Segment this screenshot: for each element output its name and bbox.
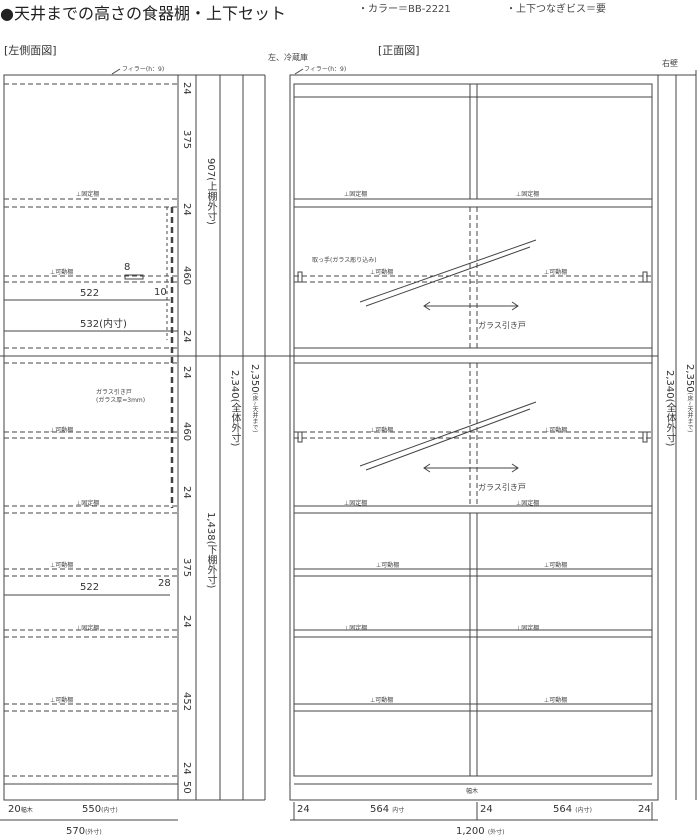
front-movable-shelf-label-2r: ⊥可動棚 (544, 427, 568, 434)
side-fixed-shelf-label-3: ⊥固定棚 (76, 625, 100, 632)
vdim-24-2: 24 (181, 203, 192, 216)
front-filler-label: フィラー(h：9) (304, 66, 347, 73)
front-glass-sliding-2: ガラス引き戸 (478, 483, 526, 492)
vdim-50: 50 (181, 781, 192, 794)
screw-note: ・上下つなぎビス＝要 (506, 4, 606, 15)
side-glass-door-note: ガラス引き戸 (ガラス厚=3mm) (96, 389, 146, 404)
glass-reflection-1a (359, 239, 537, 303)
side-movable-shelf-label-2: ⊥可動棚 (50, 427, 74, 434)
slide-arrow-2-right-head (511, 463, 519, 473)
front-movable-shelf-label-4l: ⊥可動棚 (370, 697, 394, 704)
vdim-24-1: 24 (181, 82, 192, 95)
front-movable-shelf-label-1r: ⊥可動棚 (544, 269, 568, 276)
vdim-24-3: 24 (181, 330, 192, 343)
front-movable-shelf-label-4r: ⊥可動棚 (544, 697, 568, 704)
vdim-375-1: 375 (181, 130, 192, 150)
handle-upper-left (297, 271, 303, 283)
vdim-24-4: 24 (181, 366, 192, 379)
side-fixed-shelf-label-2: ⊥固定棚 (76, 500, 100, 507)
front-handle-note: 取っ手(ガラス彫り込み) (312, 257, 377, 264)
front-fixed-shelf-label-2r: ⊥固定棚 (516, 500, 540, 507)
page-title: ●天井までの高さの食器棚・上下セット (0, 4, 286, 23)
front-overall-outer-dim: 2,340(全体外寸) (664, 370, 675, 447)
front-movable-shelf-label-3l: ⊥可動棚 (376, 562, 400, 569)
front-movable-shelf-label-3r: ⊥可動棚 (544, 562, 568, 569)
front-glass-sliding-1: ガラス引き戸 (478, 321, 526, 330)
vdim-375-2: 375 (181, 558, 192, 578)
side-view-drawing (0, 68, 290, 821)
front-cabinet-outline (289, 74, 659, 801)
slide-arrow-2-left-head (423, 463, 431, 473)
upper-total-dim: 907(上棚外寸) (205, 158, 216, 225)
dim-522-a: 522 (80, 288, 100, 299)
side-overall-ceiling-dim: 2,350(床~天井まで) (249, 364, 260, 433)
front-bottom-dim-1200: 1,200 (外寸) (456, 826, 505, 837)
front-fixed-shelf-label-2l: ⊥固定棚 (344, 500, 368, 507)
front-left-label: 左、冷蔵庫 (268, 53, 308, 62)
side-movable-shelf-label-1: ⊥可動棚 (50, 269, 74, 276)
side-bottom-dim-570: 570(外寸) (66, 826, 102, 837)
lower-total-dim: 1,438(下棚外寸) (205, 512, 216, 589)
side-view-title: [左側面図] (4, 44, 57, 57)
dim-10: 10 (154, 287, 167, 298)
handle-upper-right (642, 271, 648, 283)
handle-lower-left (297, 431, 303, 443)
glass-reflection-2b (365, 408, 531, 471)
dim-28: 28 (158, 578, 171, 589)
slide-arrow-1-left-head (423, 301, 431, 311)
front-bottom-dim-564b: 564 (内寸) (553, 804, 592, 815)
front-fixed-shelf-label-1l: ⊥固定棚 (344, 191, 368, 198)
side-overall-outer-dim: 2,340(全体外寸) (229, 370, 240, 447)
side-movable-shelf-label-3: ⊥可動棚 (50, 562, 74, 569)
dim-8: 8 (124, 262, 131, 273)
vdim-460-2: 460 (181, 422, 192, 442)
front-bottom-dim-24c: 24 (638, 804, 651, 815)
side-filler-leader (111, 68, 121, 75)
handle-lower-right (642, 431, 648, 443)
side-shelf-pin (124, 274, 144, 280)
side-bottom-dim-20: 20幅木 (8, 804, 33, 815)
color-note: ・カラー＝BB-2221 (358, 4, 451, 15)
slide-arrow-1-right-head (511, 301, 519, 311)
front-view-drawing (289, 68, 697, 821)
front-bottom-dim-564a: 564 内寸 (370, 804, 405, 815)
vdim-24-7: 24 (181, 762, 192, 775)
front-filler-leader (294, 68, 304, 75)
side-fixed-shelf-label-1: ⊥固定棚 (76, 191, 100, 198)
vdim-24-5: 24 (181, 486, 192, 499)
dim-532: 532(内寸) (80, 319, 127, 330)
front-movable-shelf-label-2l: ⊥可動棚 (370, 427, 394, 434)
vdim-452: 452 (181, 692, 192, 712)
front-bottom-dim-24a: 24 (297, 804, 310, 815)
front-movable-shelf-label-1l: ⊥可動棚 (370, 269, 394, 276)
front-overall-ceiling-dim: 2,350(床~天井まで) (684, 364, 695, 433)
front-right-label: 右壁 (662, 59, 678, 68)
front-baseboard-label: 幅木 (466, 788, 479, 795)
dim-522-b: 522 (80, 582, 100, 593)
front-bottom-dim-24b: 24 (480, 804, 493, 815)
glass-reflection-1b (365, 246, 531, 307)
front-fixed-shelf-label-3r: ⊥固定棚 (516, 625, 540, 632)
side-filler-label: フィラー(h：9) (122, 66, 165, 73)
front-fixed-shelf-label-3l: ⊥固定棚 (344, 625, 368, 632)
glass-reflection-2a (359, 401, 537, 467)
side-bottom-dim-550: 550(内寸) (82, 804, 118, 815)
vdim-24-6: 24 (181, 615, 192, 628)
front-view-title: [正面図] (378, 44, 420, 57)
side-movable-shelf-label-4: ⊥可動棚 (50, 697, 74, 704)
vdim-460-1: 460 (181, 266, 192, 286)
front-fixed-shelf-label-1r: ⊥固定棚 (516, 191, 540, 198)
